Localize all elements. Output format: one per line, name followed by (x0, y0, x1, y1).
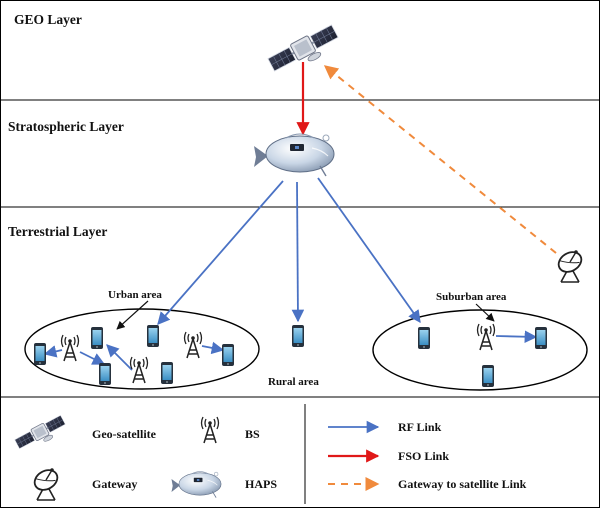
rural-phone-icon (292, 325, 304, 347)
suburban-phone-1-icon (418, 327, 430, 349)
legend-bs-label: BS (245, 427, 260, 441)
legend-fso-link-label: FSO Link (398, 449, 449, 463)
geo-layer-title: GEO Layer (14, 12, 82, 27)
rf-link-bs1-phone (43, 345, 63, 358)
urban-phone-5-icon (161, 362, 173, 384)
stratospheric-layer-title: Stratospheric Layer (8, 119, 124, 134)
urban-phone-3-icon (147, 325, 159, 347)
legend-rf-link-label: RF Link (398, 420, 442, 434)
urban-area-pointer (116, 300, 149, 330)
suburban-phone-3-icon (482, 365, 494, 387)
suburban-phone-2-icon (535, 327, 547, 349)
terrestrial-layer-title: Terrestrial Layer (8, 224, 107, 239)
urban-phone-2-icon (91, 327, 103, 349)
legend-gateway-link-label: Gateway to satellite Link (398, 477, 527, 491)
rf-link-haps-urban (157, 180, 284, 325)
urban-phone-6-icon (222, 344, 234, 366)
rf-link-bs1-phone2 (79, 351, 106, 365)
suburban-area-ellipse (372, 309, 588, 391)
urban-phone-1-icon (34, 343, 46, 365)
legend-geo-satellite-label: Geo-satellite (92, 427, 157, 441)
rural-area-label: Rural area (268, 376, 319, 388)
suburban-area-label: Suburban area (436, 291, 507, 303)
urban-area-ellipse (24, 308, 260, 390)
urban-area-label: Urban area (108, 289, 162, 301)
rf-link-bs3-phone (201, 341, 225, 355)
rf-link-haps-rural (291, 181, 305, 323)
suburban-area-pointer (475, 303, 495, 322)
gateway-to-satellite-link (323, 65, 557, 254)
rf-link-bs-suburban (495, 330, 538, 344)
rf-link-bs2-phone (106, 344, 133, 371)
legend-haps-label: HAPS (245, 477, 277, 491)
legend-gateway-label: Gateway (92, 477, 137, 491)
urban-phone-4-icon (99, 363, 111, 385)
rf-link-haps-suburban (317, 177, 421, 324)
